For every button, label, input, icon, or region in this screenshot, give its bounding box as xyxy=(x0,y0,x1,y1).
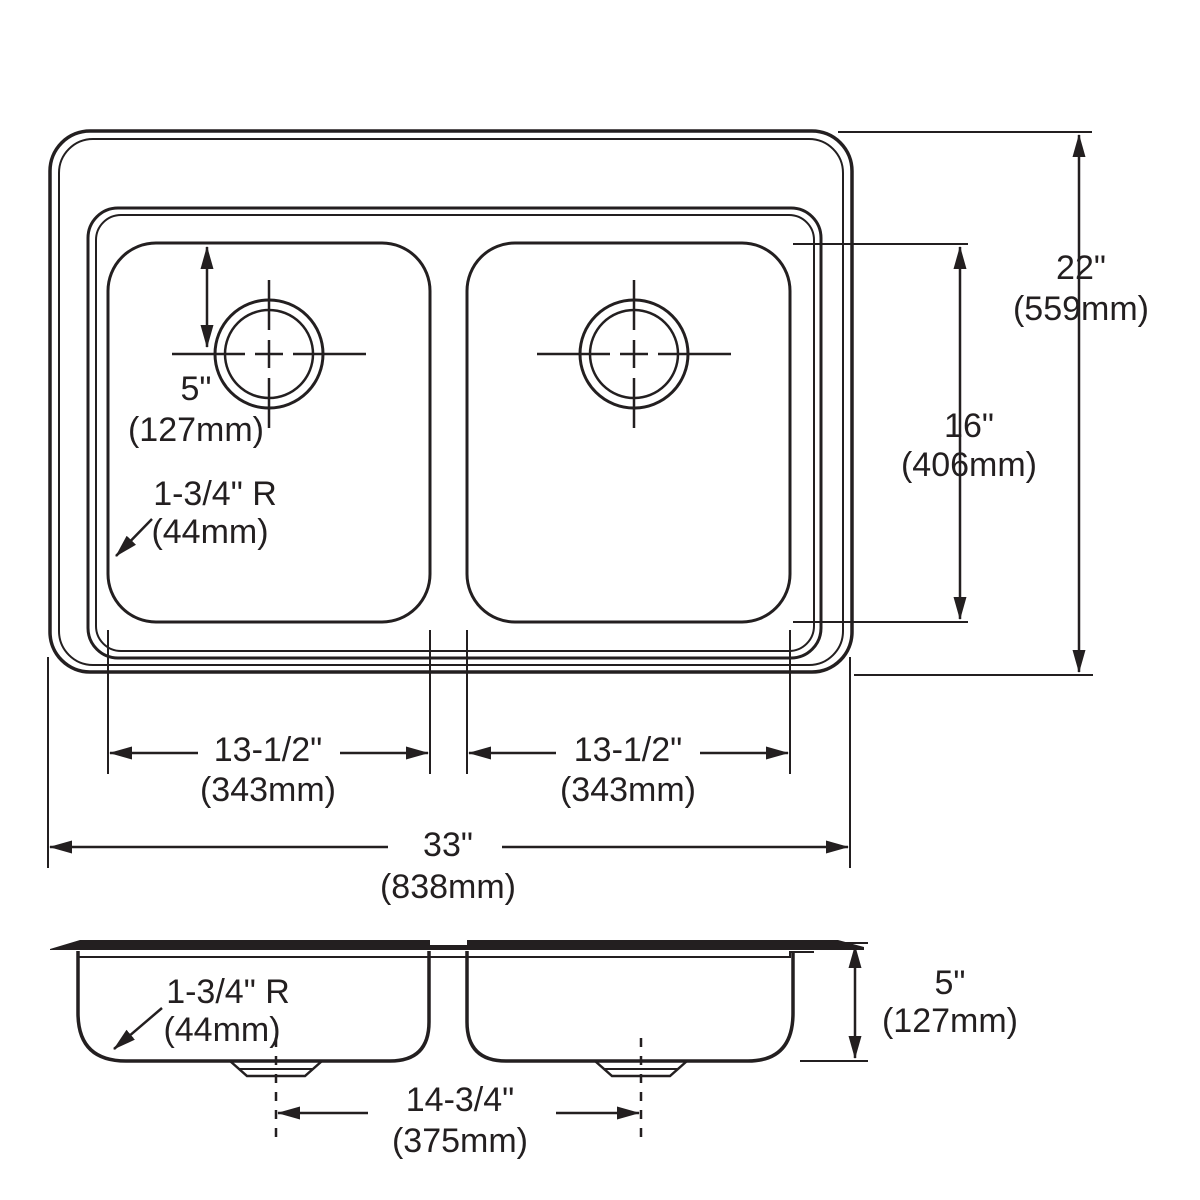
rim-underside-line xyxy=(78,951,814,958)
overall-f2b-metric-label: (559mm) xyxy=(1013,290,1149,328)
right-drain-opening xyxy=(537,280,731,428)
front-view: 1-3/4" R (44mm) 14-3/4" (375mm) 5" (127m… xyxy=(50,940,1018,1160)
bowl-depth-metric-label: (127mm) xyxy=(882,1002,1018,1040)
outer-rim-outline xyxy=(48,129,854,674)
right-drain-crosshair-icon xyxy=(537,280,731,428)
dim-faucet-hole-offset: 5" (127mm) xyxy=(128,246,264,449)
dim-drain-spacing: 14-3/4" (375mm) xyxy=(277,1081,640,1160)
dim-bowl-front-to-back: 16" (406mm) xyxy=(901,246,1037,620)
dim-left-bowl-width: 13-1/2" (343mm) xyxy=(109,731,429,809)
left-bowl-width-metric-label: (343mm) xyxy=(200,771,336,809)
left-bowl-width-inches-label: 13-1/2" xyxy=(214,731,322,769)
extension-lines-top-view xyxy=(47,131,1093,868)
right-bowl-section-outline xyxy=(465,951,795,1063)
top-radius-leader-arrow xyxy=(115,518,153,557)
rim-section-bar xyxy=(50,940,864,950)
drain-spacing-inches-label: 14-3/4" xyxy=(406,1081,514,1119)
top-radius-metric-label: (44mm) xyxy=(151,513,268,551)
dim-bowl-depth: 5" (127mm) xyxy=(800,942,1018,1062)
dim-overall-front-to-back: 22" (559mm) xyxy=(1013,134,1149,673)
left-bowl-outline xyxy=(106,241,432,624)
faucet-offset-inches-label: 5" xyxy=(181,370,212,408)
bowl-f2b-inches-label: 16" xyxy=(944,407,994,445)
overall-f2b-inches-label: 22" xyxy=(1056,249,1106,287)
left-bowl-section-outline xyxy=(76,951,431,1063)
bowl-depth-inches-label: 5" xyxy=(935,964,966,1002)
front-radius-inches-label: 1-3/4" R xyxy=(166,973,290,1011)
deck-rim-inner-line xyxy=(95,214,815,652)
left-drain-opening xyxy=(172,280,366,428)
bowl-f2b-metric-label: (406mm) xyxy=(901,446,1037,484)
outer-rim-inner-line xyxy=(58,138,844,666)
front-radius-metric-label: (44mm) xyxy=(163,1011,280,1049)
drain-spacing-metric-label: (375mm) xyxy=(392,1122,528,1160)
deck-rim-outline xyxy=(86,206,823,660)
overall-width-inches-label: 33" xyxy=(423,826,473,864)
top-view: 5" (127mm) 1-3/4" R (44mm) 16" (406mm) xyxy=(47,129,1149,906)
front-radius-leader-arrow xyxy=(113,1007,163,1050)
dim-right-bowl-width: 13-1/2" (343mm) xyxy=(468,731,789,809)
top-radius-inches-label: 1-3/4" R xyxy=(153,475,277,513)
right-bowl-width-metric-label: (343mm) xyxy=(560,771,696,809)
right-bowl-width-inches-label: 13-1/2" xyxy=(574,731,682,769)
overall-width-metric-label: (838mm) xyxy=(380,868,516,906)
faucet-offset-metric-label: (127mm) xyxy=(128,411,264,449)
callout-top-corner-radius: 1-3/4" R (44mm) xyxy=(115,475,277,557)
dim-overall-width: 33" (838mm) xyxy=(49,826,849,906)
right-bowl-outline xyxy=(465,241,792,624)
left-drain-crosshair-icon xyxy=(172,280,366,428)
callout-front-corner-radius: 1-3/4" R (44mm) xyxy=(113,973,290,1050)
